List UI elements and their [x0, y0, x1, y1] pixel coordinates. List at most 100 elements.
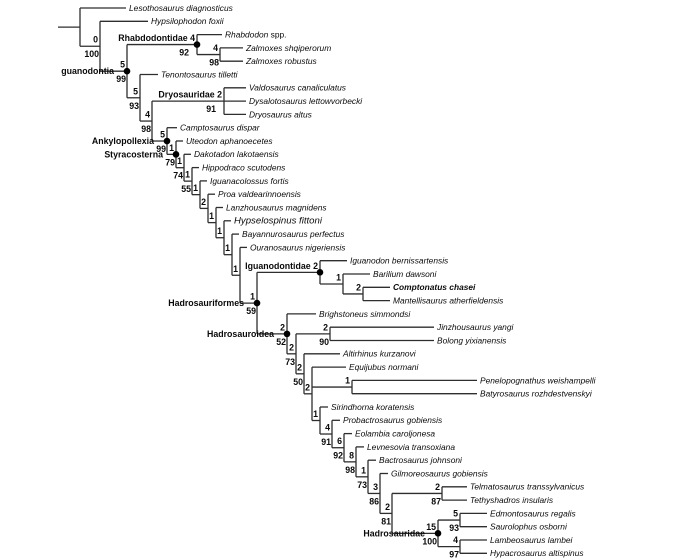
support-value-below: 99: [116, 74, 126, 84]
support-value-above: 2: [356, 282, 361, 292]
taxon-label: Bolong yixianensis: [437, 335, 507, 345]
taxon-label: Tenontosaurus tilletti: [161, 69, 239, 79]
support-value-below: 99: [156, 144, 166, 154]
support-value-above: 2: [385, 502, 390, 512]
support-value-above: 5: [133, 86, 138, 96]
taxon-label: Hippodraco scutodens: [202, 163, 286, 173]
support-value-above: 15: [426, 522, 436, 532]
support-value-below: 98: [345, 465, 355, 475]
support-value-below: 100: [84, 49, 99, 59]
taxon-label: Dryosaurus altus: [249, 109, 313, 119]
clade-label: guanodontia: [61, 66, 114, 76]
taxon-label: Altirhinus kurzanovi: [342, 349, 417, 359]
clade-label: Rhabdodontidae 4: [118, 33, 195, 43]
taxon-label: Iguanacolossus fortis: [210, 176, 289, 186]
support-value-below: 79: [165, 157, 175, 167]
taxon-label: Barilium dawsoni: [373, 269, 437, 279]
support-value-above: 5: [160, 130, 165, 140]
support-value-above: 1: [177, 156, 182, 166]
support-value-below: 74: [173, 171, 183, 181]
support-value-below: 100: [422, 536, 437, 546]
support-value-below: 52: [276, 337, 286, 347]
clade-label: Iguanodontidae 2: [245, 261, 318, 271]
support-value-above: 4: [213, 43, 218, 53]
support-value-below: 97: [449, 550, 459, 560]
taxon-label: Hypselospinus fittoni: [234, 216, 323, 227]
support-value-above: 6: [337, 436, 342, 446]
taxon-label: Uteodon aphanoecetes: [186, 136, 273, 146]
support-value-above: 5: [453, 509, 458, 519]
taxon-label: Hypacrosaurus altispinus: [490, 548, 584, 558]
node-dot: [283, 330, 291, 338]
support-value-below: 92: [333, 451, 343, 461]
support-value-below: 90: [319, 337, 329, 347]
clade-label: Dryosauridae 2: [158, 90, 222, 100]
taxon-label: Sirindhorna koratensis: [331, 402, 415, 412]
clade-label: Ankylopollexia: [92, 136, 154, 146]
support-value-below: 87: [431, 496, 441, 506]
taxon-label: Equijubus normani: [349, 362, 420, 372]
taxon-label: Iguanodon bernissartensis: [350, 256, 449, 266]
taxon-label: Edmontosaurus regalis: [490, 508, 576, 518]
taxon-label: Telmatosaurus transsylvanicus: [470, 482, 585, 492]
node-dot: [163, 137, 171, 145]
support-value-above: 1: [250, 292, 255, 302]
support-value-below: 93: [129, 101, 139, 111]
clade-label: Hadrosauroidea: [207, 329, 274, 339]
node-dot: [123, 67, 131, 75]
support-value-above: 1: [361, 465, 366, 475]
support-value-above: 2: [323, 322, 328, 332]
clade-label: Hadrosauriformes: [168, 298, 244, 308]
taxon-label: Penelopognathus weishampelli: [480, 375, 597, 385]
taxon-label: Saurolophus osborni: [490, 522, 568, 532]
support-value-above: 1: [336, 272, 341, 282]
taxon-label: Zalmoxes robustus: [245, 56, 318, 66]
support-value-above: 2: [280, 322, 285, 332]
taxon-label: Lanzhousaurus magnidens: [226, 202, 327, 212]
support-value-above: 8: [349, 450, 354, 460]
support-value-below: 59: [246, 306, 256, 316]
support-value-above: 1: [217, 226, 222, 236]
support-value-above: 1: [185, 170, 190, 180]
taxon-label: Tethyshadros insularis: [470, 495, 554, 505]
support-value-above: 2: [305, 382, 310, 392]
support-value-below: 50: [293, 377, 303, 387]
node-dot: [434, 530, 442, 537]
taxon-label: Hypsilophodon foxii: [151, 16, 225, 26]
support-value-above: 1: [169, 143, 174, 153]
support-value-above: 2: [201, 197, 206, 207]
taxon-label: Gilmoreosaurus gobiensis: [391, 468, 489, 478]
support-value-above: 2: [435, 482, 440, 492]
support-value-below: 73: [285, 357, 295, 367]
support-value-above: 1: [233, 264, 238, 274]
taxon-label: Batyrosaurus rozhdestvenskyi: [480, 389, 593, 399]
support-value-below: 93: [449, 523, 459, 533]
taxon-label: Eolambia caroljonesa: [355, 429, 435, 439]
support-value-above: 0: [93, 35, 98, 45]
support-value-above: 5: [120, 60, 125, 70]
node-dot: [193, 41, 201, 48]
taxon-label: Dysalotosaurus lettowvorbecki: [249, 96, 363, 106]
support-value-above: 4: [145, 110, 150, 120]
taxon-label: Ouranosaurus nigeriensis: [250, 242, 346, 252]
support-value-below: 91: [321, 437, 331, 447]
support-value-below: 81: [381, 516, 391, 526]
support-value-above: 3: [373, 482, 378, 492]
taxon-label: Proa valdearinnoensis: [218, 189, 302, 199]
support-value-above: 1: [225, 243, 230, 253]
taxon-label: Valdosaurus canaliculatus: [249, 83, 347, 93]
support-value-above: 2: [289, 342, 294, 352]
node-dot: [316, 269, 324, 276]
support-value-above: 1: [193, 183, 198, 193]
support-value-below: 86: [369, 496, 379, 506]
support-value-above: 1: [313, 409, 318, 419]
clade-label: Styracosterna: [104, 149, 163, 159]
clade-label: Hadrosauridae: [363, 528, 425, 538]
taxon-label: Lesothosaurus diagnosticus: [129, 3, 234, 13]
support-value-below: 98: [141, 124, 151, 134]
taxon-label: Jinzhousaurus yangi: [436, 322, 514, 332]
support-value-above: 1: [345, 376, 350, 386]
node-dot: [172, 151, 180, 158]
